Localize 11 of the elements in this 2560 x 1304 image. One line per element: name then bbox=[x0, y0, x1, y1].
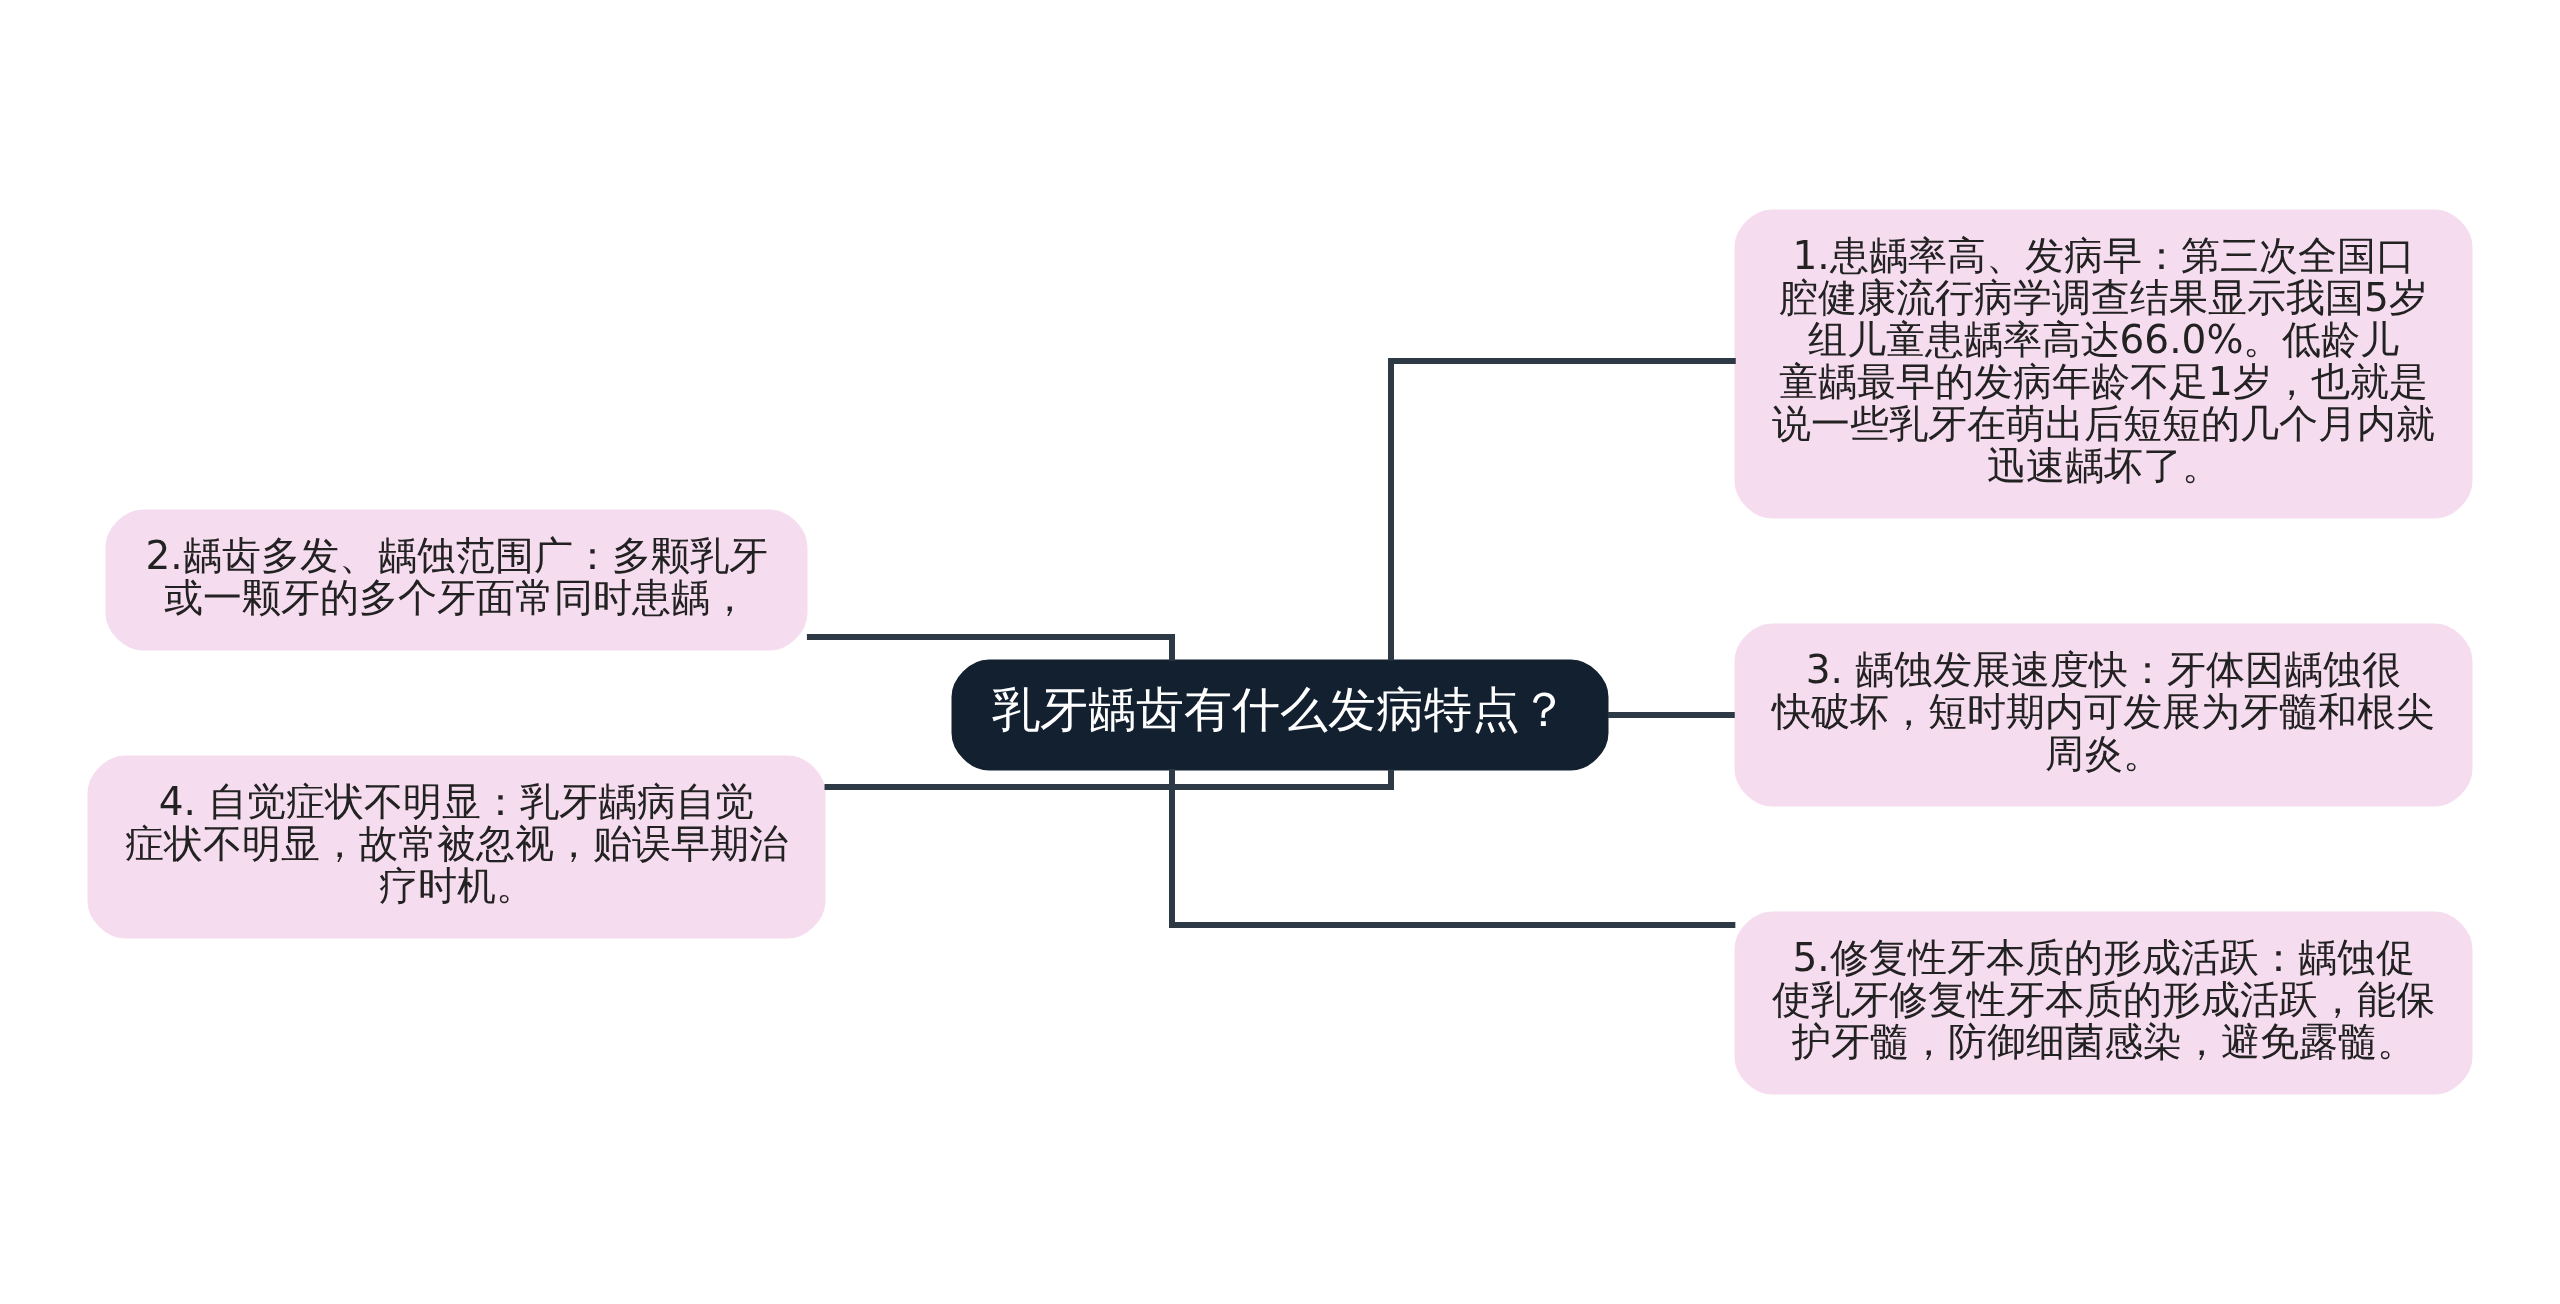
node-box: 3. 龋蚀发展速度快：牙体因龋蚀很快破坏，短时期内可发展为牙髓和根尖周炎。 bbox=[1734, 623, 2473, 807]
connector bbox=[1607, 712, 1735, 718]
connector bbox=[824, 769, 1394, 790]
node-box: 2.龋齿多发、龋蚀范围广：多颗乳牙或一颗牙的多个牙面常同时患龋， bbox=[105, 509, 808, 651]
node-box: 1.患龋率高、发病早：第三次全国口腔健康流行病学调查结果显示我国5岁组儿童患龋率高达66.0%。低龄儿童龋最早的发病年龄不足1岁，也就是说一些乳牙在萌出后短短的几个月内就迅速龋坏了。 bbox=[1734, 209, 2473, 519]
node-box: 乳牙龋齿有什么发病特点？ bbox=[951, 659, 1609, 771]
connector bbox=[1388, 358, 1736, 661]
node-box: 4. 自觉症状不明显：乳牙龋病自觉症状不明显，故常被忽视，贻误早期治疗时机。 bbox=[87, 755, 826, 939]
connector bbox=[1169, 769, 1736, 928]
connector bbox=[806, 634, 1175, 661]
node-box: 5.修复性牙本质的形成活跃：龋蚀促使乳牙修复性牙本质的形成活跃，能保护牙髓，防御细菌感染，避免露髓。 bbox=[1734, 911, 2473, 1095]
